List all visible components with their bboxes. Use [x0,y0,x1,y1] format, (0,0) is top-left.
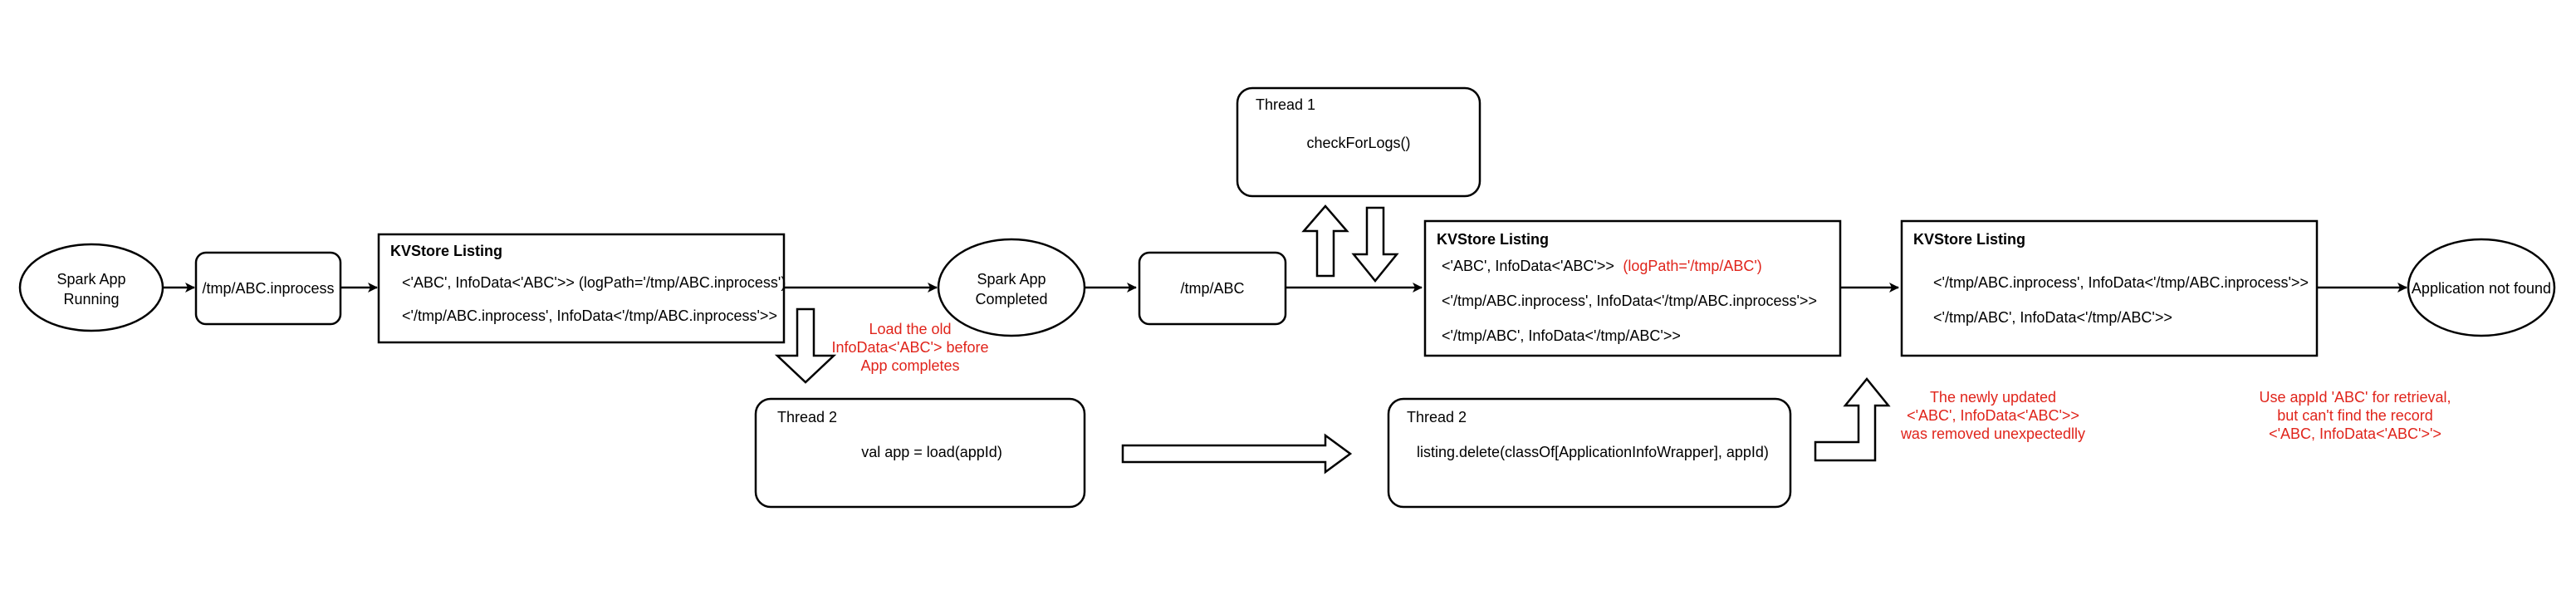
node-label-line1: Spark App [977,271,1046,288]
node-label: Application not found [2412,280,2551,297]
note-line: was removed unexpectedlly [1900,425,2085,442]
up-arrow-icon [1301,204,1349,278]
node-label: /tmp/ABC.inprocess [202,280,334,297]
note-line: InfoData<'ABC'> before [832,339,989,356]
thread-title: Thread 2 [777,409,837,425]
block-arrows [774,204,1891,475]
application-not-found-node: Application not found [2407,238,2556,337]
note-line: The newly updated [1930,389,2056,406]
thread-code: checkForLogs() [1306,135,1410,151]
note-retrieval: Use appId 'ABC' for retrieval, but can't… [2260,389,2451,442]
kvstore-row: <'/tmp/ABC.inprocess', InfoData<'/tmp/AB… [1933,274,2309,291]
tmp-abc-node: /tmp/ABC [1138,251,1287,326]
kvstore-row: <'ABC', InfoData<'ABC'>> (logPath='/tmp/… [1442,258,1762,274]
note-line: App completes [860,357,959,374]
spark-app-running-node: Spark App Running [18,243,164,332]
kvstore-title: KVStore Listing [1913,231,2025,248]
thread-title: Thread 1 [1256,96,1315,113]
rect-shape [1900,219,2319,357]
kvstore-row: <'/tmp/ABC.inprocess', InfoData<'/tmp/AB… [1442,293,1817,309]
note-line: Use appId 'ABC' for retrieval, [2260,389,2451,406]
note-line: <'ABC', InfoData<'ABC'>> [1907,407,2079,424]
kvstore-title: KVStore Listing [1437,231,1549,248]
rect-shape [377,233,786,344]
rect-shape [1423,219,1842,357]
kvstore-row-prefix: <'ABC', InfoData<'ABC'>> [1442,258,1614,274]
thread2-delete-box: Thread 2 listing.delete(classOf[Applicat… [1387,397,1792,509]
kvstore-title: KVStore Listing [390,243,502,259]
node-label-line1: Spark App [56,271,125,288]
kvstore-listing-1: KVStore Listing <'ABC', InfoData<'ABC'>>… [377,233,786,344]
note-line: Load the old [869,321,951,337]
thread1-box: Thread 1 checkForLogs() [1236,86,1481,198]
note-line: <'ABC, InfoData<'ABC'>'> [2269,425,2441,442]
kvstore-listing-3: KVStore Listing <'/tmp/ABC.inprocess', I… [1900,219,2319,357]
ellipse-shape [18,243,164,332]
kvstore-row: <'/tmp/ABC.inprocess', InfoData<'/tmp/AB… [402,307,777,324]
ellipse-shape [2407,238,2556,337]
logpath-highlight: (logPath='/tmp/ABC') [1623,258,1761,274]
node-label-line2: Completed [975,291,1047,307]
node-label: /tmp/ABC [1180,280,1244,297]
up-arrow-icon [1814,377,1891,462]
note-load-old: Load the old InfoData<'ABC'> before App … [832,321,989,374]
thread-title: Thread 2 [1407,409,1467,425]
thread-code: listing.delete(classOf[ApplicationInfoWr… [1417,444,1769,460]
note-removed: The newly updated <'ABC', InfoData<'ABC'… [1900,389,2085,442]
thread2-load-box: Thread 2 val app = load(appId) [754,397,1086,509]
down-arrow-icon [774,307,837,384]
kvstore-listing-2: KVStore Listing <'ABC', InfoData<'ABC'>>… [1423,219,1842,357]
tmp-inprocess-node: /tmp/ABC.inprocess [194,251,342,326]
kvstore-row: <'/tmp/ABC', InfoData<'/tmp/ABC'>> [1933,309,2172,326]
note-line: but can't find the record [2277,407,2433,424]
right-arrow-icon [1121,433,1353,475]
rounded-rect-shape [1236,86,1481,198]
rounded-rect-shape [1387,397,1792,509]
rounded-rect-shape [1138,251,1287,326]
rounded-rect-shape [194,251,342,326]
kvstore-row: <'ABC', InfoData<'ABC'>> (logPath='/tmp/… [402,274,786,291]
spark-app-completed-node: Spark App Completed [937,238,1086,337]
thread-code: val app = load(appId) [861,444,1002,460]
rounded-rect-shape [754,397,1086,509]
node-label-line2: Running [63,291,119,307]
kvstore-row: <'/tmp/ABC', InfoData<'/tmp/ABC'>> [1442,327,1681,344]
down-arrow-icon [1351,206,1399,283]
ellipse-shape [937,238,1086,337]
